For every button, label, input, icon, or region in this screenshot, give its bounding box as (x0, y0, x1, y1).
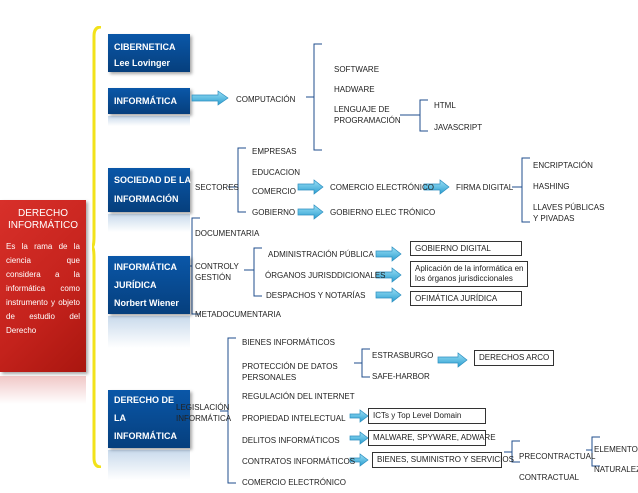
node-llaves: LLAVES PÚBLICAS Y PIVADAS (533, 203, 605, 223)
node-comercio: COMERCIO (252, 187, 296, 196)
box-arco: DERECHOS ARCO (474, 350, 554, 366)
label-sociedad-2: INFORMACIÓN (114, 194, 179, 204)
brace-sectores (237, 147, 246, 213)
arrow-comercio (297, 179, 324, 195)
node-safe: SAFE-HARBOR (372, 372, 430, 381)
node-legislacion: LEGISLACIÓN INFORMÁTICA (176, 403, 232, 423)
node-elementos: ELEMENTOS (594, 445, 638, 454)
label-sociedad-1: SOCIEDAD DE LA (114, 175, 192, 185)
arrow-contratos (349, 453, 369, 467)
node-comercio-e: COMERCIO ELECTRÓNICO (330, 183, 435, 192)
root-node: DERECHO INFORMÁTICO Es la rama de la cie… (0, 200, 86, 372)
node-lenguaje: LENGUAJE DE PROGRAMACIÓN (334, 105, 401, 125)
node-regulacion: REGULACIÓN DEL INTERNET (242, 392, 355, 401)
node-control: CONTROLY GESTIÓN (195, 262, 239, 282)
node-contractual: CONTRACTUAL (519, 473, 580, 482)
arrow-arco (437, 352, 468, 368)
reflection-derecho (108, 450, 190, 480)
root-title: DERECHO INFORMÁTICO (8, 208, 78, 231)
node-software: SOFTWARE (334, 65, 380, 74)
box-icts: ICTs y Top Level Domain (368, 408, 486, 424)
node-propiedad: PROPIEDAD INTELECTUAL (242, 414, 346, 423)
branch-cibernetica: CIBERNETICA Lee Lovinger (108, 34, 190, 72)
arrow-delitos (349, 431, 369, 445)
main-brace (92, 26, 102, 468)
node-proteccion: PROTECCIÓN DE DATOS PERSONALES (242, 362, 338, 382)
root-reflection (0, 376, 86, 404)
label-derecho-1: DERECHO DE (114, 395, 175, 405)
node-gobierno-e: GOBIERNO ELEC TRÓNICO (330, 208, 436, 217)
label-wiener: Norbert Wiener (114, 298, 179, 308)
arrow-firma (423, 179, 450, 195)
label-juridica-1: INFORMÁTICA (114, 262, 177, 272)
box-ofimatica: OFIMÁTICA JURÍDICA (410, 291, 522, 306)
node-naturaleza: NATURALEZA (594, 465, 638, 474)
label-cibernetica: CIBERNETICA (114, 42, 176, 52)
label-derecho-3: INFORMÁTICA (114, 431, 177, 441)
label-informatica: INFORMÁTICA (114, 96, 177, 106)
brace-firma (521, 157, 530, 223)
node-educacion: EDUCACION (252, 168, 301, 177)
node-encriptacion: ENCRIPTACIÓN (533, 161, 593, 170)
branch-derecho: DERECHO DE LA INFORMÁTICA (108, 390, 190, 448)
node-bienes: BIENES INFORMÁTICOS (242, 338, 335, 347)
node-empresas: EMPRESAS (252, 147, 297, 156)
node-sectores: SECTORES (195, 183, 239, 192)
arrow-admin (375, 246, 402, 262)
arrow-computacion (191, 90, 229, 106)
node-despachos: DESPACHOS Y NOTARÍAS (266, 291, 366, 300)
node-admin: ADMINISTRACIÓN PÚBLICA (268, 250, 374, 259)
label-juridica-2: JURÍDICA (114, 280, 157, 290)
node-organos: ÓRGANOS JURISDDICIONALES (265, 271, 386, 280)
node-javascript: JAVASCRIPT (434, 123, 483, 132)
node-firma: FIRMA DIGITAL (456, 183, 514, 192)
box-aplicacion: Aplicación de la informática en los órga… (410, 261, 528, 287)
node-html: HTML (434, 101, 456, 110)
reflection-juridica (108, 316, 190, 348)
brace-control (253, 247, 262, 297)
branch-informatica: INFORMÁTICA (108, 88, 190, 114)
arrow-organos (375, 267, 402, 283)
arrow-propiedad (349, 409, 369, 423)
box-gob-digital: GOBIERNO DIGITAL (410, 241, 522, 256)
box-malware: MALWARE, SPYWARE, ADWARE (368, 430, 496, 446)
node-documentaria: DOCUMENTARIA (195, 229, 260, 238)
node-hadware: HADWARE (334, 85, 375, 94)
node-contratos: CONTRATOS INFORMÁTICOS (242, 457, 356, 466)
node-metadoc: METADOCUMENTARIA (195, 310, 281, 319)
node-precontractual: PRECONTRACTUAL (519, 452, 596, 461)
brace-elementos (591, 436, 600, 467)
node-hashing: HASHING (533, 182, 570, 191)
root-description: Es la rama de la ciencia que considera a… (6, 242, 80, 335)
node-estrasburgo: ESTRASBURGO (372, 351, 434, 360)
branch-juridica: INFORMÁTICA JURÍDICA Norbert Wiener (108, 256, 190, 314)
arrow-gobierno (297, 204, 324, 220)
branch-sociedad: SOCIEDAD DE LA INFORMACIÓN (108, 168, 192, 212)
label-lee: Lee Lovinger (114, 58, 171, 68)
reflection-informatica (108, 116, 190, 126)
label-derecho-2: LA (114, 413, 126, 423)
box-bienes-sum: BIENES, SUMINISTRO Y SERVICIOS (372, 452, 514, 468)
reflection-sociedad (108, 214, 190, 232)
arrow-despachos (375, 287, 402, 303)
node-comercio-elec: COMERCIO ELECTRÓNICO (242, 478, 347, 487)
node-computacion: COMPUTACIÓN (236, 95, 296, 104)
node-delitos: DELITOS INFORMÁTICOS (242, 436, 340, 445)
node-gobierno: GOBIERNO (252, 208, 296, 217)
